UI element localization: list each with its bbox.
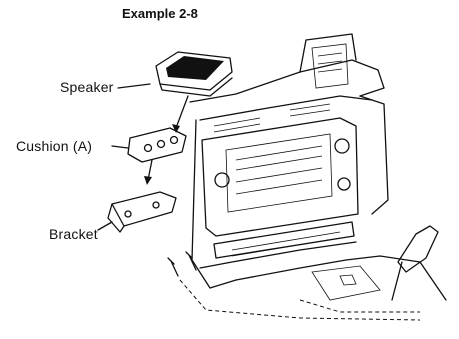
screws [167, 251, 197, 277]
speaker-label: Speaker [60, 79, 114, 95]
bracket-label: Bracket [49, 226, 98, 242]
figure-title: Example 2-8 [122, 6, 198, 21]
speaker-leader [117, 83, 151, 89]
speaker-part [155, 51, 233, 97]
speaker-grille [166, 56, 224, 80]
bracket-part [107, 191, 177, 233]
bracket-leader [97, 221, 113, 231]
cushion-label: Cushion (A) [16, 138, 93, 154]
leader-lines [97, 83, 151, 231]
console-assembly [179, 33, 447, 321]
mounting-arrows [144, 95, 189, 185]
cushion-part [127, 127, 187, 163]
cushion-leader [111, 145, 129, 149]
